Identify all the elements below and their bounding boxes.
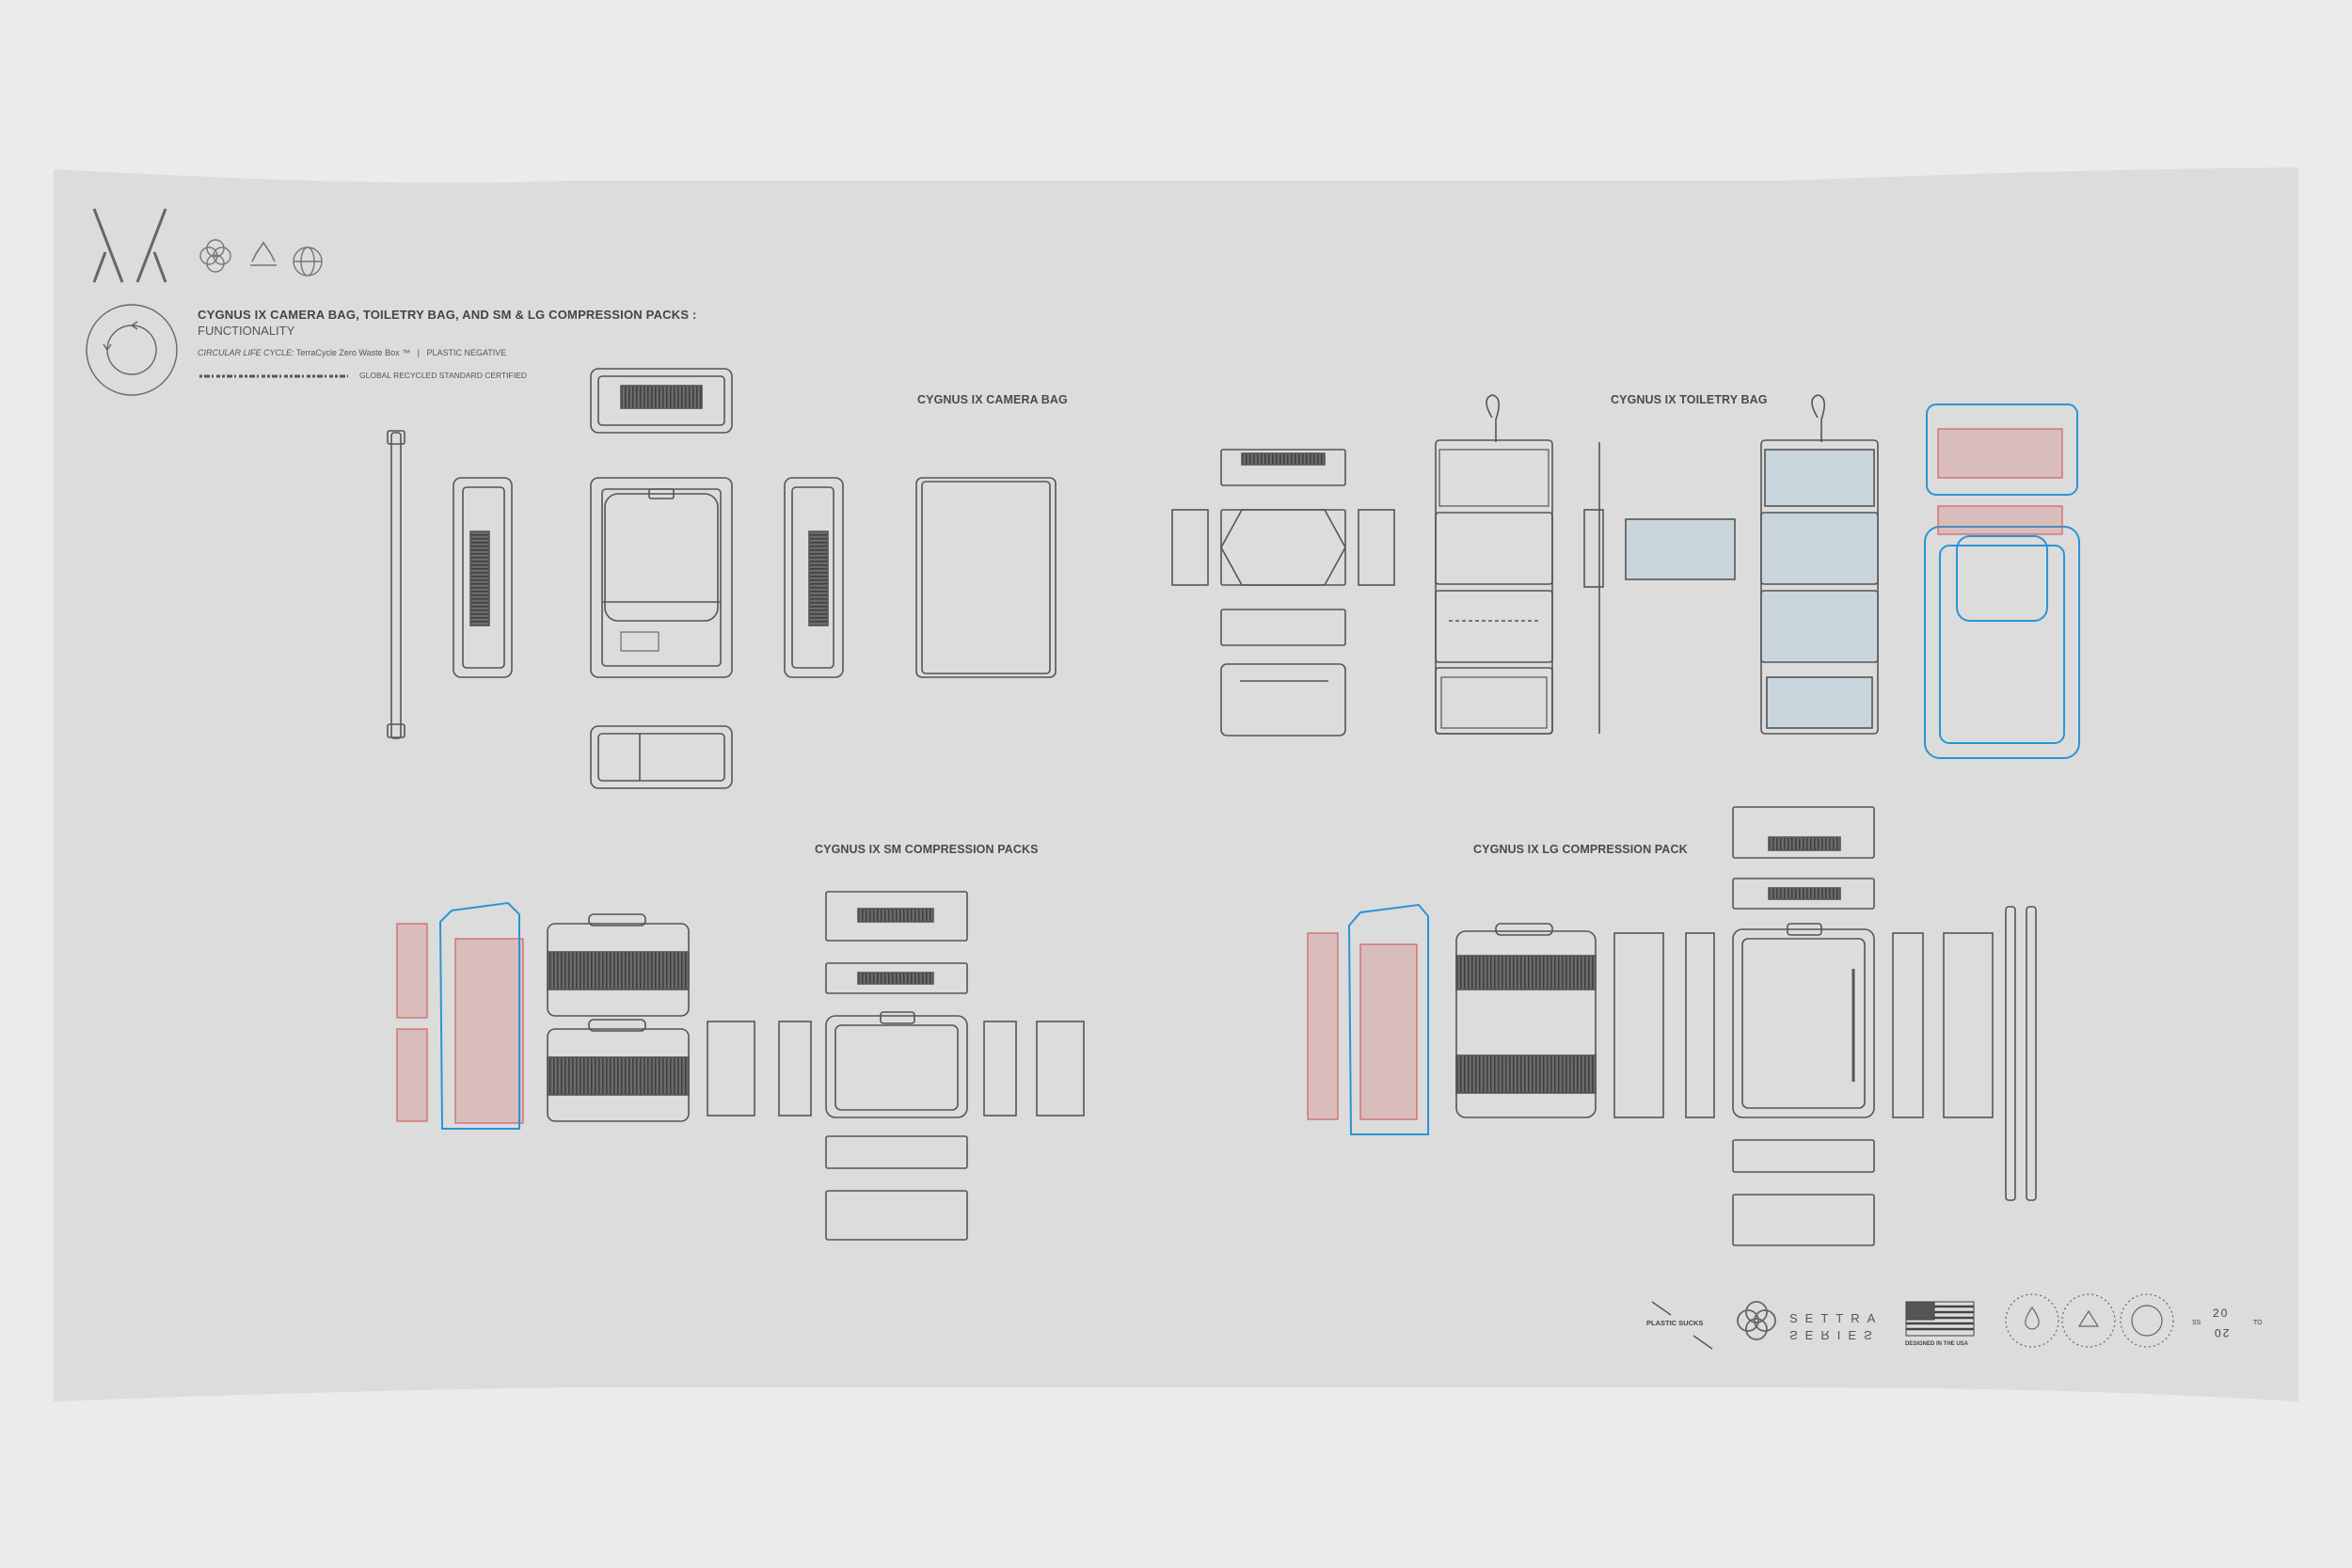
plastic-sucks-label: PLASTIC SUCKS xyxy=(1646,1319,1704,1327)
hanger-hook-icon xyxy=(1486,394,1500,442)
hanger-hook-icon xyxy=(1811,394,1825,442)
plastic-negative-label: PLASTIC NEGATIVE xyxy=(426,348,507,357)
lg-compression-diagram xyxy=(1307,806,2037,1246)
camera-bag-title: CYGNUS IX CAMERA BAG xyxy=(917,393,1068,406)
page-title: CYGNUS IX CAMERA BAG, TOILETRY BAG, AND … xyxy=(198,308,697,322)
lifecycle-label: CIRCULAR LIFE CYCLE: xyxy=(198,348,294,357)
to-label: TO xyxy=(2253,1320,2263,1326)
logo-mark-icon xyxy=(92,208,167,283)
lifecycle-value: TerraCycle Zero Waste Box ™ xyxy=(295,348,411,357)
brand-top: SETTRA xyxy=(1789,1311,1883,1325)
globe-icon xyxy=(293,246,323,277)
toiletry-bag-diagram xyxy=(1171,394,2080,759)
circular-arrows-icon xyxy=(86,304,178,396)
lg-pack-title: CYGNUS IX LG COMPRESSION PACK xyxy=(1473,843,1688,856)
toiletry-bag-title: CYGNUS IX TOILETRY BAG xyxy=(1611,393,1768,406)
year-bottom: 20 xyxy=(2213,1326,2230,1339)
brand-bottom: SERIES xyxy=(1789,1328,1880,1342)
us-flag-icon xyxy=(1905,1301,1975,1337)
year-top: 20 xyxy=(2213,1307,2230,1320)
lifecycle-line: CIRCULAR LIFE CYCLE: TerraCycle Zero Was… xyxy=(198,348,506,357)
circle-seal-icon xyxy=(2120,1293,2174,1348)
page-subtitle: FUNCTIONALITY xyxy=(198,324,295,338)
designed-in-usa-label: DESIGNED IN THE USA xyxy=(1905,1341,1969,1347)
pack-seal-icon xyxy=(2061,1293,2116,1348)
ss-label: SS xyxy=(2192,1320,2201,1326)
recycle-icon xyxy=(250,241,277,266)
sm-packs-title: CYGNUS IX SM COMPRESSION PACKS xyxy=(815,843,1039,856)
camera-bag-diagram xyxy=(387,368,1057,789)
grs-label: GLOBAL RECYCLED STANDARD CERTIFIED xyxy=(359,371,527,380)
lifecycle-separator: | xyxy=(417,348,420,357)
knot-logo-icon xyxy=(1737,1301,1776,1340)
knot-icon xyxy=(199,239,231,273)
slash-mark xyxy=(1651,1301,1713,1350)
sm-compression-diagram xyxy=(396,891,1085,1241)
water-drop-icon xyxy=(2005,1293,2059,1348)
